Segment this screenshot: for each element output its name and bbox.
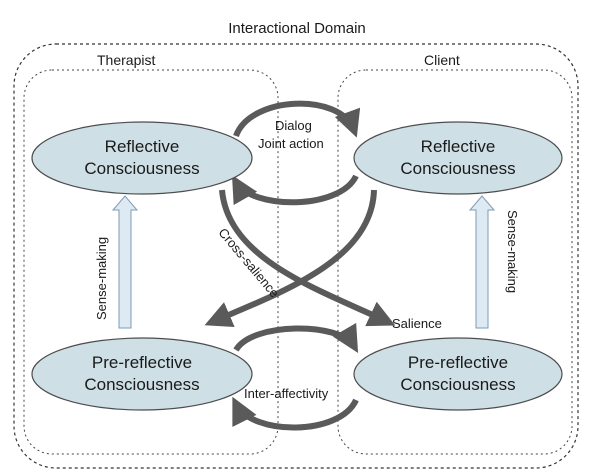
node-label-line2: Consciousness xyxy=(400,375,516,394)
sense-making-label-left: Sense-making xyxy=(94,236,109,320)
sense-making-arrow-left xyxy=(111,195,139,329)
node-label-line1: Reflective xyxy=(104,137,180,156)
client-panel-title: Client xyxy=(424,52,460,68)
dialog-label: Dialog xyxy=(275,118,312,133)
inter-affectivity-arc-top xyxy=(233,322,359,353)
salience-label: Salience xyxy=(392,316,442,331)
sense-making-label-right: Sense-making xyxy=(505,210,520,294)
node-label-line1: Pre-reflective xyxy=(91,353,193,372)
inter-affectivity-label: Inter-affectivity xyxy=(244,386,329,401)
therapist-prereflective-node-shape xyxy=(31,337,253,411)
node-label-line1: Pre-reflective xyxy=(407,353,509,372)
interactional-domain-boundary xyxy=(13,43,579,469)
node-label-line2: Consciousness xyxy=(84,375,200,394)
client-panel xyxy=(337,69,573,455)
cross-salience-arrow-right-to-left xyxy=(204,189,377,327)
dialog-arc-top xyxy=(233,100,361,138)
client-reflective-node-shape xyxy=(353,121,563,195)
therapist-prereflective-node: Pre-reflective Consciousness xyxy=(32,342,252,406)
therapist-reflective-node: Reflective Consciousness xyxy=(32,126,252,190)
dialog-arc-bottom xyxy=(231,174,359,206)
node-label-line2: Consciousness xyxy=(84,159,200,178)
interactional-domain-title: Interactional Domain xyxy=(228,20,366,37)
therapist-reflective-node-shape xyxy=(31,121,253,195)
client-reflective-node: Reflective Consciousness xyxy=(354,126,562,190)
inter-affectivity-arc-bottom xyxy=(232,396,359,431)
sense-making-arrow-right xyxy=(468,195,496,329)
cross-salience-arrow-left-to-right xyxy=(219,189,396,327)
therapist-panel-title: Therapist xyxy=(97,52,156,68)
client-prereflective-node: Pre-reflective Consciousness xyxy=(354,342,562,406)
node-label-line2: Consciousness xyxy=(400,159,516,178)
node-label-line1: Reflective xyxy=(420,137,496,156)
joint-action-label: Joint action xyxy=(258,136,324,151)
client-prereflective-node-shape xyxy=(353,337,563,411)
therapist-panel xyxy=(23,69,279,455)
